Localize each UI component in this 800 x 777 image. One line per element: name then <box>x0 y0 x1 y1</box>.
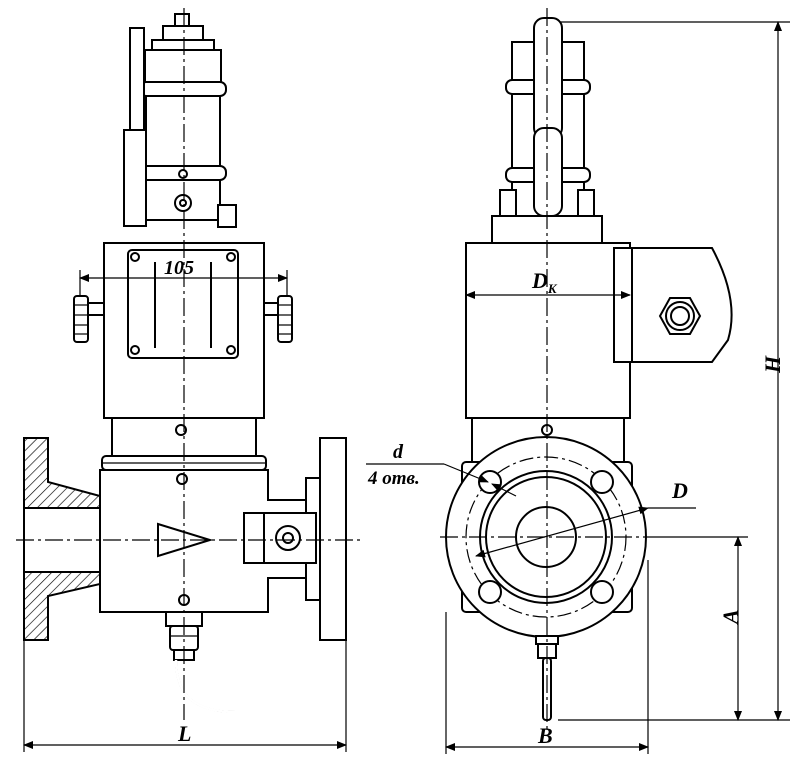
housing-side <box>465 242 631 419</box>
pressure-port-boss <box>243 512 317 564</box>
dimension-l-label: L <box>177 721 191 746</box>
inlet-flange-section <box>23 437 101 641</box>
dimension-105-label: 105 <box>164 257 194 279</box>
dimension-d-diameter: D <box>475 478 696 558</box>
solenoid-head-front <box>123 13 237 228</box>
dimension-a: A <box>660 536 748 721</box>
dimension-h: H <box>558 21 790 721</box>
dimension-h-label: H <box>760 355 785 374</box>
dimension-l: L <box>23 640 347 752</box>
terminal-box <box>613 247 733 363</box>
dimension-a-label: A <box>718 609 743 626</box>
dimension-b-label: B <box>537 723 553 748</box>
solenoid-head-side <box>491 17 603 245</box>
cover-screws <box>130 252 236 355</box>
bottom-cable-gland <box>165 611 237 714</box>
front-view: 105 <box>16 8 360 752</box>
side-gland-right <box>263 295 293 343</box>
dimension-dk: DK <box>465 268 631 299</box>
dimension-d-label: D <box>671 478 688 503</box>
dimension-dk-label: DK <box>531 268 558 296</box>
dimension-b: B <box>445 560 649 754</box>
holes-callout: d 4 отв. <box>366 441 517 497</box>
outlet-flange-front <box>319 437 347 641</box>
holes-count-label: 4 отв. <box>367 468 420 489</box>
side-view: DK d 4 отв. <box>366 8 790 754</box>
holes-d-label: d <box>393 441 404 463</box>
side-gland-left <box>73 295 105 343</box>
